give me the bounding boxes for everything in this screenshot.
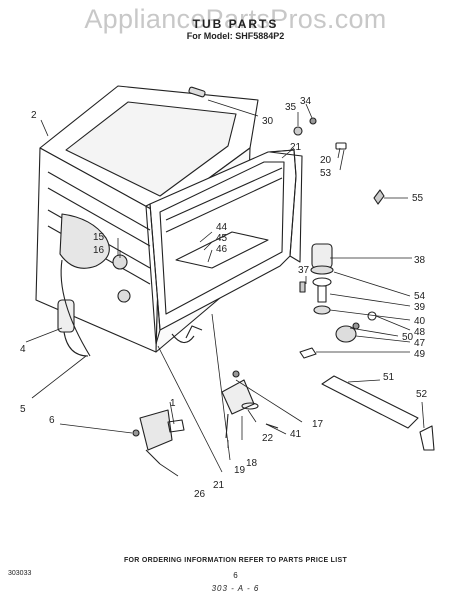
leader-lines bbox=[25, 99, 425, 477]
callout-40: 40 bbox=[414, 316, 426, 327]
callout-54: 54 bbox=[414, 291, 426, 302]
callout-21-top: 21 bbox=[290, 142, 302, 153]
callout-48: 48 bbox=[414, 327, 426, 338]
ordering-note: FOR ORDERING INFORMATION REFER TO PARTS … bbox=[123, 557, 348, 564]
callout-5: 5 bbox=[20, 404, 26, 415]
callout-15: 15 bbox=[93, 232, 105, 243]
callout-49: 49 bbox=[414, 349, 426, 360]
callout-labels: 1 2 4 5 6 15 16 17 18 19 20 21 21 22 26 … bbox=[20, 96, 428, 500]
tub-assembly bbox=[35, 85, 303, 357]
callout-18: 18 bbox=[246, 458, 258, 469]
callout-6: 6 bbox=[49, 415, 55, 426]
callout-4: 4 bbox=[20, 344, 26, 355]
callout-34: 34 bbox=[300, 96, 312, 107]
callout-20: 20 bbox=[320, 155, 332, 166]
callout-22: 22 bbox=[262, 433, 274, 444]
callout-45: 45 bbox=[216, 233, 228, 244]
callout-51: 51 bbox=[383, 372, 395, 383]
callout-21-bottom: 21 bbox=[213, 480, 225, 491]
callout-30: 30 bbox=[262, 116, 274, 127]
callout-16: 16 bbox=[93, 245, 105, 256]
watermark: AppliancePartsPros.com bbox=[84, 4, 387, 34]
callout-37: 37 bbox=[298, 265, 310, 276]
model-line: For Model: SHF5884P2 bbox=[186, 31, 285, 41]
callout-52: 52 bbox=[416, 389, 428, 400]
top-small-parts bbox=[188, 86, 385, 205]
sheet-code: 303 - A - 6 bbox=[211, 584, 260, 593]
callout-35: 35 bbox=[285, 102, 297, 113]
callout-55: 55 bbox=[412, 193, 424, 204]
diagram-title: TUB PARTS bbox=[192, 17, 279, 31]
page-number: 6 bbox=[233, 571, 238, 580]
callout-41: 41 bbox=[290, 429, 302, 440]
document-code: 303033 bbox=[8, 570, 32, 577]
callout-26: 26 bbox=[194, 489, 206, 500]
callout-44: 44 bbox=[216, 222, 228, 233]
callout-1: 1 bbox=[170, 398, 176, 409]
callout-53: 53 bbox=[320, 168, 332, 179]
spray-arm-parts bbox=[299, 243, 435, 451]
callout-19: 19 bbox=[234, 465, 246, 476]
callout-2: 2 bbox=[31, 110, 37, 121]
callout-17: 17 bbox=[312, 419, 324, 430]
callout-46: 46 bbox=[216, 244, 228, 255]
callout-47: 47 bbox=[414, 338, 426, 349]
lower-valve-parts bbox=[132, 370, 279, 465]
callout-50: 50 bbox=[402, 332, 414, 343]
callout-39: 39 bbox=[414, 302, 426, 313]
callout-38: 38 bbox=[414, 255, 426, 266]
